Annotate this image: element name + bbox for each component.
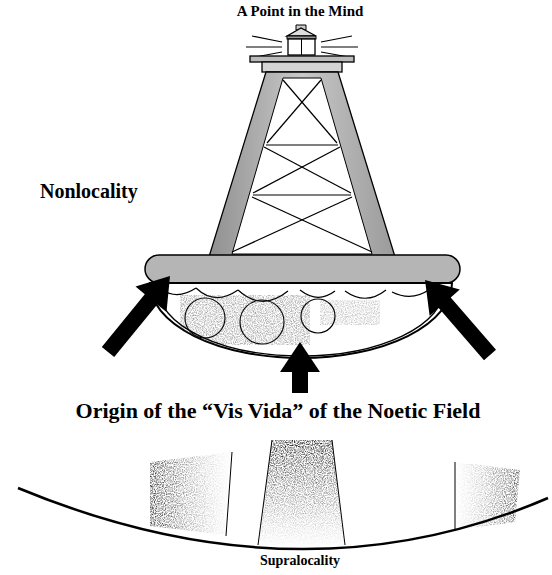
lattice-tower bbox=[208, 72, 396, 260]
region-label: Supralocality bbox=[260, 553, 340, 569]
gallery-platform bbox=[250, 56, 354, 72]
supralocality-band bbox=[18, 440, 548, 549]
light-rays bbox=[246, 36, 358, 58]
title: A Point in the Mind bbox=[237, 3, 364, 20]
lamp-house bbox=[287, 25, 316, 55]
hull-deck bbox=[145, 255, 460, 283]
region-label: Nonlocality bbox=[40, 180, 138, 203]
upward-arrows bbox=[102, 276, 496, 393]
origin-label: Origin of the “Vis Vida” of the Noetic F… bbox=[76, 398, 481, 423]
